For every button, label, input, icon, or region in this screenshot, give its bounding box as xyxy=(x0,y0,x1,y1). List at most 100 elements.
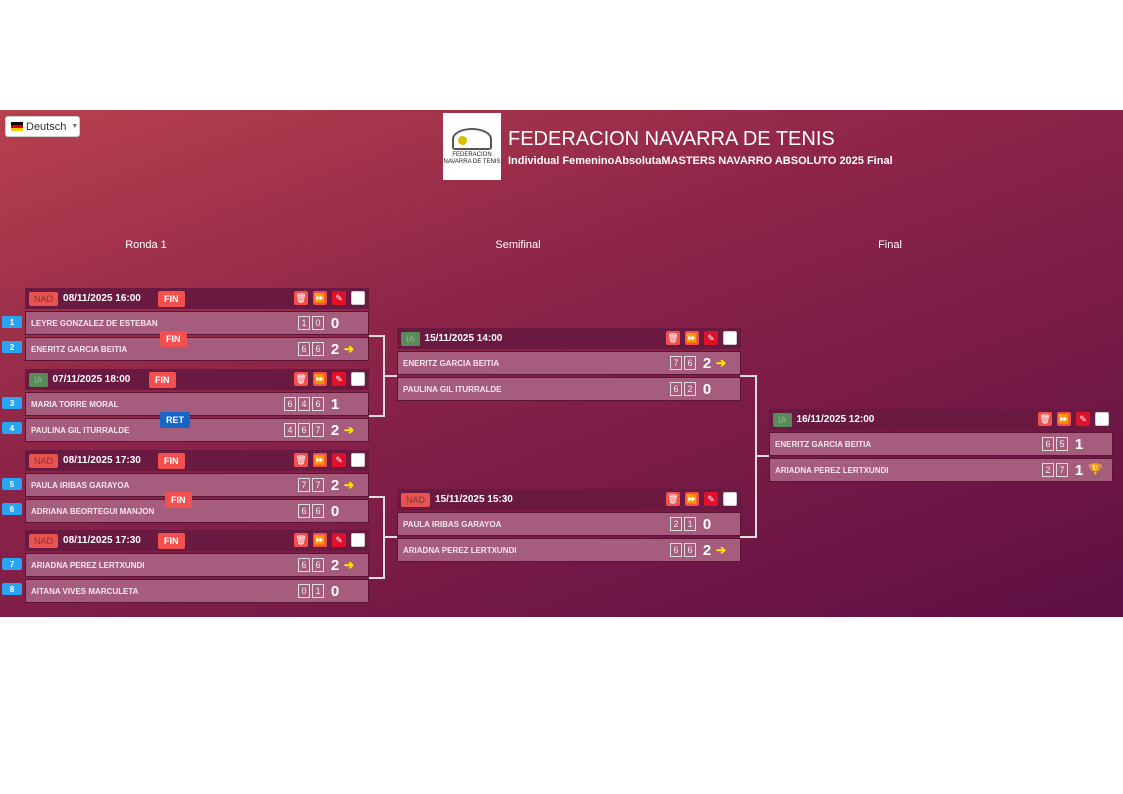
delete-icon[interactable]: 🗑 xyxy=(294,372,308,386)
select-checkbox[interactable] xyxy=(351,372,365,386)
set-score: 1 xyxy=(684,517,696,531)
edit-icon[interactable]: ✎ xyxy=(704,492,718,506)
delete-icon[interactable]: 🗑 xyxy=(294,291,308,305)
set-score: 7 xyxy=(298,478,310,492)
edit-icon[interactable]: ✎ xyxy=(704,331,718,345)
set-score: 2 xyxy=(684,382,696,396)
select-checkbox[interactable] xyxy=(723,492,737,506)
edit-icon[interactable]: ✎ xyxy=(332,453,346,467)
language-label: Deutsch xyxy=(26,120,67,133)
advance-arrow-icon: ➔ xyxy=(716,356,727,370)
set-score: 6 xyxy=(312,342,324,356)
select-checkbox[interactable] xyxy=(351,291,365,305)
match-date: 08/11/2025 17:30 xyxy=(63,535,141,546)
bracket-connector xyxy=(383,375,397,377)
delete-icon[interactable]: 🗑 xyxy=(666,331,680,345)
edit-icon[interactable]: ✎ xyxy=(332,291,346,305)
fast-forward-icon[interactable]: ⏩ xyxy=(313,372,327,386)
bracket-connector xyxy=(369,335,383,337)
status-badge: FIN xyxy=(149,372,176,388)
select-checkbox[interactable] xyxy=(351,533,365,547)
match-actions: 🗑 ⏩ ✎ xyxy=(666,492,737,506)
player-name: PAULA IRIBAS GARAYOA xyxy=(403,519,502,529)
advance-arrow-icon: ➔ xyxy=(344,342,355,356)
edit-icon[interactable]: ✎ xyxy=(1076,412,1090,426)
set-score: 6 xyxy=(312,558,324,572)
racket-icon xyxy=(452,127,492,150)
advance-arrow-icon: ➔ xyxy=(344,478,355,492)
language-select[interactable]: Deutsch ▼ xyxy=(5,116,80,137)
sets-won: 1 xyxy=(1074,435,1084,453)
match-date: 15/11/2025 14:00 xyxy=(424,333,503,344)
caret-down-icon: ▼ xyxy=(71,123,79,130)
player-name: MARIA TORRE MORAL xyxy=(31,399,119,409)
seed-badge: 4 xyxy=(2,422,22,434)
seed-badge: 2 xyxy=(2,341,22,353)
sets-won: 0 xyxy=(330,314,340,332)
delete-icon[interactable]: 🗑 xyxy=(666,492,680,506)
select-checkbox[interactable] xyxy=(351,453,365,467)
select-checkbox[interactable] xyxy=(723,331,737,345)
delete-icon[interactable]: 🗑 xyxy=(294,453,308,467)
bracket-connector xyxy=(740,536,755,538)
court-badge: NAD xyxy=(29,291,59,306)
delete-icon[interactable]: 🗑 xyxy=(1038,412,1052,426)
seed-badge: 6 xyxy=(2,503,22,515)
select-checkbox[interactable] xyxy=(1095,412,1109,426)
set-score: 4 xyxy=(298,397,310,411)
set-score: 1 xyxy=(312,584,324,598)
fast-forward-icon[interactable]: ⏩ xyxy=(685,331,699,345)
status-badge: RET xyxy=(160,412,190,428)
court-badge: IA xyxy=(29,372,48,387)
fast-forward-icon[interactable]: ⏩ xyxy=(685,492,699,506)
set-score: 2 xyxy=(670,517,682,531)
set-score: 7 xyxy=(1056,463,1068,477)
edit-icon[interactable]: ✎ xyxy=(332,372,346,386)
match-actions: 🗑 ⏩ ✎ xyxy=(294,372,365,386)
set-score: 6 xyxy=(670,382,682,396)
set-score: 6 xyxy=(312,397,324,411)
delete-icon[interactable]: 🗑 xyxy=(294,533,308,547)
fast-forward-icon[interactable]: ⏩ xyxy=(313,533,327,547)
set-score: 0 xyxy=(298,584,310,598)
court-badge: IA xyxy=(401,331,420,346)
set-score: 6 xyxy=(298,504,310,518)
sets-won: 2 xyxy=(330,340,340,358)
fast-forward-icon[interactable]: ⏩ xyxy=(313,453,327,467)
status-badge: FIN xyxy=(160,331,187,347)
bracket-connector xyxy=(383,536,397,538)
player-name: ADRIANA BEORTEGUI MANJON xyxy=(31,506,155,516)
bracket-connector xyxy=(369,577,383,579)
match-actions: 🗑 ⏩ ✎ xyxy=(294,291,365,305)
player-name: AITANA VIVES MARCULETA xyxy=(31,586,139,596)
round-label-2: Semifinal xyxy=(495,239,541,251)
player-name: ARIADNA PEREZ LERTXUNDI xyxy=(31,560,145,570)
set-score: 6 xyxy=(312,504,324,518)
match-card: IA 15/11/2025 14:00 FIN 🗑 ⏩ ✎ ENERITZ GARCIA B… xyxy=(160,328,741,401)
set-score: 2 xyxy=(1042,463,1054,477)
edit-icon[interactable]: ✎ xyxy=(332,533,346,547)
fast-forward-icon[interactable]: ⏩ xyxy=(313,291,327,305)
fast-forward-icon[interactable]: ⏩ xyxy=(1057,412,1071,426)
